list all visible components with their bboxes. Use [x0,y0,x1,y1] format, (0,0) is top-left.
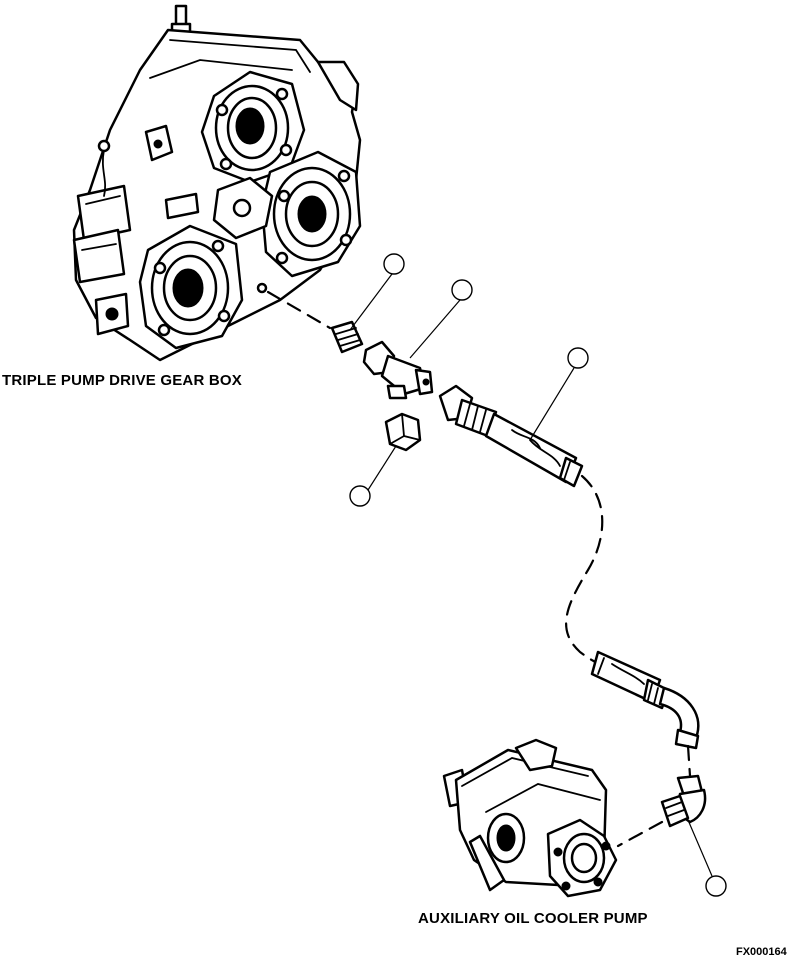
callout-5 [687,819,727,897]
adapter-fitting [330,320,364,354]
oil-cooler-pump [442,738,618,898]
hose-upper [438,384,584,488]
callout-3 [529,347,589,441]
gearbox-label: TRIPLE PUMP DRIVE GEAR BOX [2,372,242,389]
callout-2 [409,279,473,359]
right-flange [260,150,362,278]
figure-id: FX000164 [736,946,787,958]
elbow-fitting [660,774,707,828]
upper-flange [200,70,306,184]
lower-flange [138,224,244,350]
hose-lower [590,650,700,750]
cap-nut [384,412,422,452]
gearbox [72,4,362,362]
callout-1 [349,253,405,331]
callout-4 [349,445,397,507]
tee-fitting [362,340,434,400]
pump-label: AUXILIARY OIL COOLER PUMP [418,910,648,927]
